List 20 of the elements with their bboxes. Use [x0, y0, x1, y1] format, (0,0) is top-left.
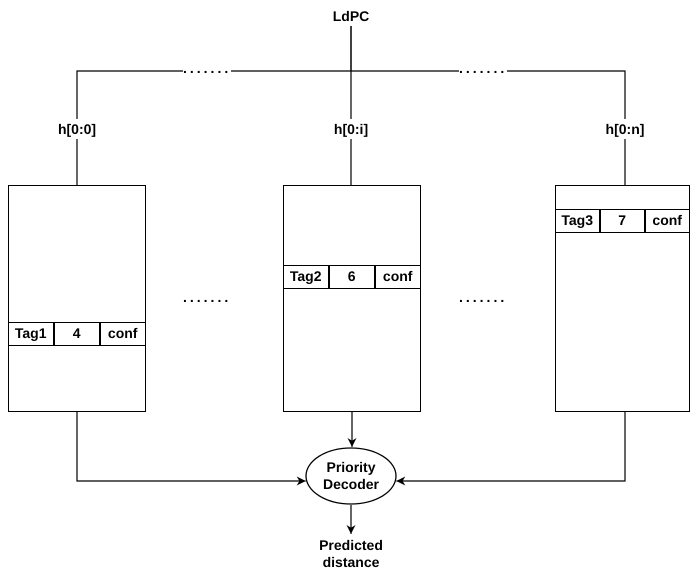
arrow	[348, 412, 356, 447]
buffer-box	[555, 185, 690, 412]
connector-line	[624, 139, 626, 185]
confidence-cell: conf	[100, 322, 146, 346]
buffer-box	[8, 185, 146, 412]
arrow	[396, 412, 626, 486]
confidence-cell: conf	[644, 208, 690, 233]
decoder-ellipse: Priority Decoder	[305, 447, 397, 505]
tag-cell: Tag1	[8, 322, 54, 346]
value-cell: 7	[600, 208, 645, 233]
buffer-box	[283, 185, 421, 412]
arrow	[346, 505, 356, 534]
tag-cell: Tag3	[554, 208, 600, 233]
connector-line	[350, 139, 352, 185]
value-cell: 6	[328, 264, 375, 289]
confidence-cell: conf	[374, 264, 421, 289]
value-cell: 4	[54, 322, 100, 346]
connector-line	[76, 139, 78, 185]
tag-cell: Tag2	[282, 264, 329, 289]
arrow	[76, 412, 306, 486]
